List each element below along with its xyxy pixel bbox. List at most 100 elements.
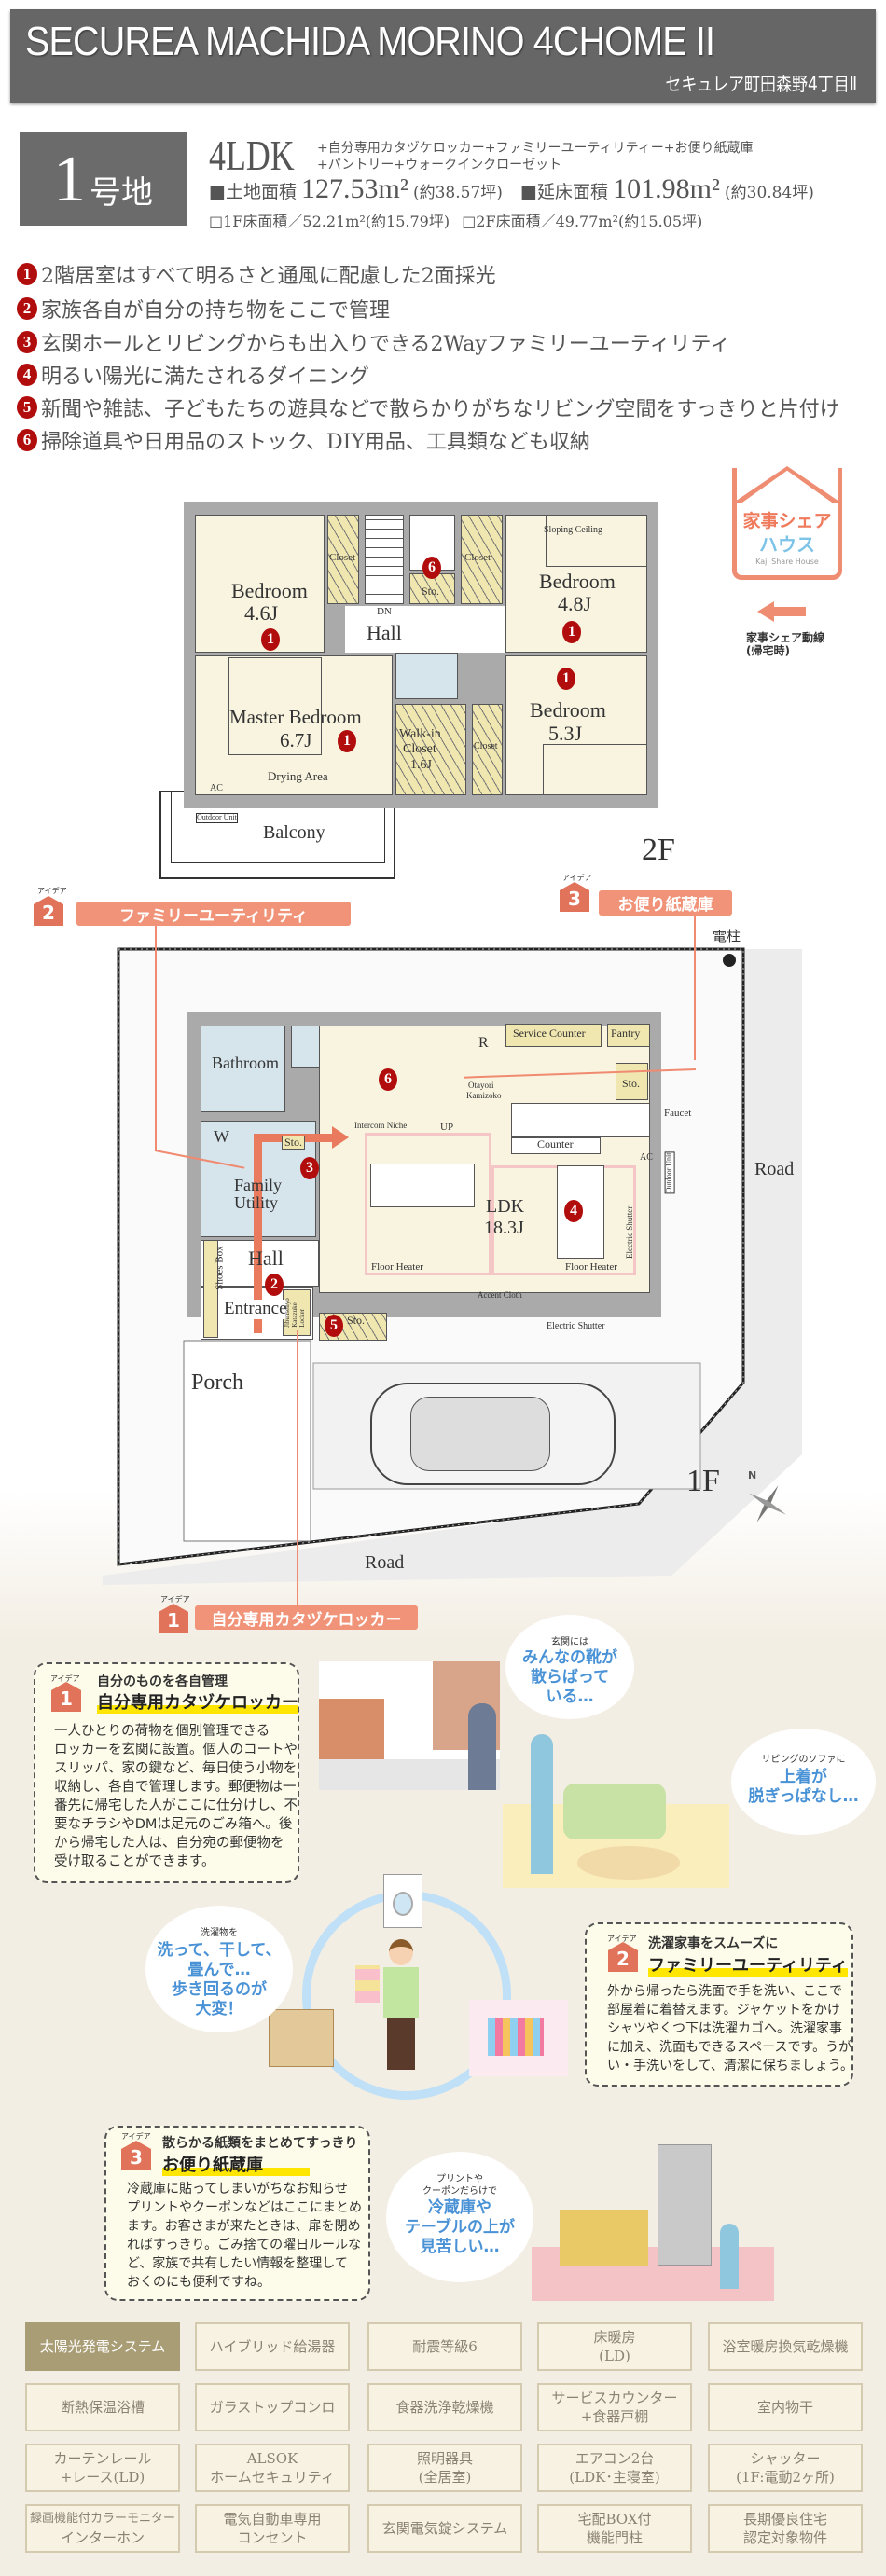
equipment-label: 機能門柱 bbox=[586, 2529, 643, 2546]
master-bedroom bbox=[195, 655, 393, 795]
equipment-item: ガラストップコンロ bbox=[195, 2383, 350, 2431]
text-line: 受け取ることができます。 bbox=[54, 1854, 215, 1869]
bubble-small-text: 玄関には bbox=[551, 1637, 588, 1647]
feature-text: 家族各自が自分の持ち物をここで管理 bbox=[41, 299, 391, 323]
feature-text: 玄関ホールとリビングからも出入りできる2Wayファミリーユーティリティ bbox=[41, 333, 731, 356]
marker-6: 6 bbox=[379, 1068, 397, 1091]
accent-cloth-label: Accent Cloth bbox=[478, 1290, 522, 1300]
sloping-ceiling-label: Sloping Ceiling bbox=[544, 525, 603, 535]
bubble-small-text: プリントや bbox=[436, 2174, 483, 2184]
idea-badge: 1 bbox=[51, 1682, 81, 1712]
outdoor-unit-label: Outdoor Unit bbox=[664, 1151, 675, 1194]
equipment-item: カーテンレール+レース(LD) bbox=[25, 2444, 180, 2492]
kaji-share-logo: 家事シェア ハウス Kaji Share House bbox=[732, 466, 842, 580]
balcony-label: Balcony bbox=[263, 822, 325, 843]
lot-number: 1 bbox=[53, 144, 86, 215]
equipment-item: エアコン2台(LDK･主寝室) bbox=[537, 2444, 692, 2492]
equipment-label: 宅配BOX付 bbox=[577, 2511, 652, 2528]
washing-machine-icon bbox=[383, 1874, 422, 1928]
flow-legend: 家事シェア動線 (帰宅時) bbox=[746, 631, 824, 657]
equipment-label: 耐震等級6 bbox=[412, 2338, 478, 2355]
idea-body: 一人ひとりの荷物を個別管理できるロッカーを玄関に設置。個人のコートやスリッパ、家… bbox=[54, 1722, 298, 1871]
callout-badge-2: 2 bbox=[34, 896, 63, 926]
floor-area-label: ■延床面積 bbox=[520, 182, 608, 202]
flow-legend-1: 家事シェア動線 bbox=[746, 631, 825, 644]
text-line: 脱ぎっぱなし… bbox=[748, 1787, 859, 1806]
text-line: みんなの靴が bbox=[522, 1648, 617, 1667]
feature-number: 1 bbox=[17, 263, 37, 285]
bubble-text: 冷蔵庫やテーブルの上が見苦しい… bbox=[392, 2198, 528, 2257]
text-line: シャツやくつ下は洗濯カゴへ。洗濯家事 bbox=[607, 2021, 842, 2036]
equipment-label: 玄関電気錠システム bbox=[381, 2520, 508, 2537]
storage-label: Sto. bbox=[347, 1314, 366, 1327]
title-banner: SECUREA MACHIDA MORINO 4CHOME II セキュレア町田… bbox=[10, 9, 876, 103]
text-line: 散らばって bbox=[530, 1668, 610, 1687]
marker-4: 4 bbox=[564, 1200, 583, 1222]
text-line: 冷蔵庫や bbox=[428, 2198, 491, 2217]
speech-bubble-fridge: プリントや クーポンだらけで 冷蔵庫やテーブルの上が見苦しい… bbox=[392, 2157, 528, 2277]
storage bbox=[367, 1070, 409, 1114]
land-area-tsubo: (約38.57坪) bbox=[412, 184, 503, 202]
text-line: い・手洗いをして、清潔に保ちましょう。 bbox=[607, 2059, 854, 2073]
family-utility-label: Family bbox=[234, 1176, 283, 1194]
bubble-small-text: リビングのソファに bbox=[761, 1755, 846, 1765]
equipment-label: 食器洗浄乾燥機 bbox=[395, 2399, 494, 2416]
idea-badge: 3 bbox=[121, 2141, 151, 2170]
callout-mail-storage: お便り紙蔵庫 bbox=[599, 890, 732, 916]
flow-path bbox=[254, 1137, 262, 1333]
ldk-label: LDK bbox=[486, 1196, 525, 1217]
idea-title: ファミリーユーティリティ bbox=[648, 1952, 848, 1977]
equipment-label: 床暖房 bbox=[593, 2329, 636, 2346]
room-label: Bedroom bbox=[530, 698, 606, 722]
idea-3-card: アイデア 3 散らかる紙類をまとめてすっきり お便り紙蔵庫 冷蔵庫に貼ってしまい… bbox=[104, 2126, 370, 2301]
floor-heater-zone bbox=[491, 1165, 636, 1275]
idea-2-card: アイデア 2 洗濯家事をスムーズに ファミリーユーティリティ 外から帰ったら洗面… bbox=[585, 1922, 853, 2087]
walls-2f bbox=[184, 502, 658, 808]
equipment-item: 床暖房(LD) bbox=[537, 2322, 692, 2371]
stairs-down-label: DN bbox=[377, 606, 392, 617]
equipment-label: (全居室) bbox=[418, 2469, 472, 2486]
equipment-item: 食器洗浄乾燥機 bbox=[367, 2383, 522, 2431]
kitchen-counter bbox=[511, 1103, 650, 1137]
equipment-label: 室内物干 bbox=[756, 2399, 813, 2416]
equipment-label: エアコン2台 bbox=[575, 2450, 655, 2467]
feature-text: 掃除道具や日用品のストック、DIY用品、工具類なども収納 bbox=[41, 431, 590, 454]
idea-title: お便り紙蔵庫 bbox=[162, 2152, 310, 2176]
text-line: 番先に帰宅した人がここに仕分けし、不 bbox=[54, 1798, 298, 1813]
text-line: ればすっきり。ごみ捨ての曜日ルールな bbox=[127, 2238, 362, 2252]
entrance-illustration bbox=[319, 1661, 500, 1790]
callout-badge-3: 3 bbox=[560, 882, 589, 912]
stairs bbox=[415, 1026, 461, 1122]
room-size: 4.6J bbox=[244, 601, 279, 625]
floor-label-2f: 2F bbox=[642, 833, 675, 867]
child-icon bbox=[720, 2224, 739, 2289]
text-line: 冷蔵庫に貼ってしまいがちなお知らせ bbox=[127, 2182, 349, 2197]
idea-ruby: アイデア bbox=[160, 1595, 190, 1604]
flow-arrow-icon bbox=[332, 1126, 349, 1149]
marker-1: 1 bbox=[557, 668, 575, 690]
closet bbox=[327, 515, 359, 604]
marker-3: 3 bbox=[300, 1157, 319, 1179]
room-label: Bedroom bbox=[539, 570, 616, 593]
otayori-label: Kamizoko bbox=[466, 1091, 502, 1100]
kitchen-storage bbox=[616, 1063, 648, 1100]
hall-label: Hall bbox=[367, 621, 402, 644]
closet-label: Closet bbox=[329, 552, 356, 563]
wic-size: 1.6J bbox=[410, 758, 432, 772]
equipment-label: 浴室暖房換気乾燥機 bbox=[722, 2338, 849, 2355]
bedroom-5-3 bbox=[505, 655, 647, 795]
locker bbox=[283, 1289, 311, 1336]
text-line: ます。お客さまが来たときは、扉を閉め bbox=[127, 2219, 361, 2234]
closet-label: Closet bbox=[474, 741, 498, 751]
text-line: から帰宅した人は、自分宛の郵便物を bbox=[54, 1836, 284, 1851]
equipment-item: ハイブリッド給湯器 bbox=[195, 2322, 350, 2371]
equipment-label: (1F:電動2ヶ所) bbox=[736, 2469, 835, 2486]
bubble-small-text: 洗濯物を bbox=[201, 1928, 238, 1938]
closet bbox=[472, 704, 503, 795]
text-line: ど、家族で共有したい情報を整理して bbox=[127, 2256, 348, 2271]
layout-type: 4LDK bbox=[209, 131, 295, 179]
ac-label: AC bbox=[210, 783, 223, 793]
